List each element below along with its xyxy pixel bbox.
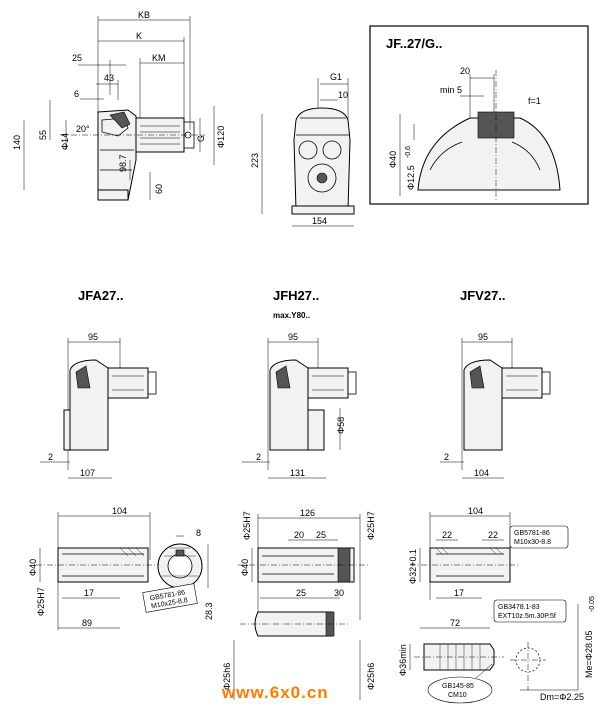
shaft-a: 104 Φ40 Φ25H7 17 89 8 28.3 GB5781-86 M10… (28, 506, 214, 630)
dim-55: 55 (38, 130, 48, 140)
shaft-a-dim-89: 89 (82, 618, 92, 628)
shaft-v-note6: CM10 (448, 692, 467, 699)
dim-angle-20: 20° (76, 124, 90, 134)
shaft-a-dim-28-3: 28.3 (204, 602, 214, 620)
detail-dim-20: 20 (460, 66, 470, 76)
shaft-v-dim-me-tol: -0.05 (589, 596, 596, 612)
shaft-a-dim-phi25: Φ25H7 (36, 587, 46, 616)
shaft-a-dim-8: 8 (196, 528, 201, 538)
detail-title: JF..27/G.. (386, 36, 442, 51)
variant-subtitle: max.Y80.. (273, 311, 310, 320)
variant-left-dim: 2 (256, 452, 261, 462)
dim-kb: KB (138, 10, 150, 20)
shaft-v-dim-72: 72 (450, 618, 460, 628)
variant-title: JFA27.. (78, 288, 124, 303)
shaft-v-dim-me: Me=Φ28.05 (584, 631, 594, 678)
dim-154: 154 (312, 216, 327, 226)
shaft-a-dim-104: 104 (112, 506, 127, 516)
dim-phi120: Φ120 (216, 126, 226, 148)
variant-title: JFH27.. (273, 288, 319, 303)
shaft-v-dim-phi36: Φ36min (398, 644, 408, 676)
detail-box: JF..27/G.. 20 min 5 f=1 Φ40 Φ12.5 -0.6 (369, 25, 589, 205)
detail-dim-f1: f=1 (528, 96, 541, 106)
shaft-h-dim-25: 25 (316, 530, 326, 540)
side-view: KB K KM 25 43 6 140 55 Φ14 20° G Φ120 (12, 10, 226, 201)
shaft-v-dim-22a: 22 (442, 530, 452, 540)
shaft-h-dim-phi25a: Φ25H7 (242, 511, 252, 540)
variant-jfh27: JFH27.. max.Y80.. 95 Φ58 2 131 (242, 288, 357, 479)
dim-k: K (136, 31, 142, 41)
dim-g: G (196, 135, 206, 142)
variant-bottom-dim: 131 (290, 468, 305, 478)
dim-10: 10 (338, 90, 348, 100)
dim-43: 43 (104, 73, 114, 83)
dim-25: 25 (72, 53, 82, 63)
variant-jfv27: JFV27.. 95 2 104 (440, 288, 551, 479)
shaft-v: 104 22 22 Φ32+0.1 17 72 Φ36min GB5781-86… (398, 506, 596, 704)
dim-140: 140 (12, 135, 22, 150)
shaft-v-note5: GB145-85 (442, 683, 474, 690)
shaft-h-dim-phi25c: Φ25h6 (222, 663, 232, 690)
shaft-h-dim-25b: 25 (296, 588, 306, 598)
detail-dim-tol: -0.6 (405, 146, 412, 158)
dim-6: 6 (74, 89, 79, 99)
shaft-v-note4: EXT10z.5m.30P.5f (498, 613, 556, 620)
variant-title: JFV27.. (460, 288, 506, 303)
detail-dim-phi40: Φ40 (388, 151, 398, 168)
shaft-v-note1: GB5781-86 (514, 530, 550, 537)
shaft-h-dim-126: 126 (300, 508, 315, 518)
variant-top-dim: 95 (288, 332, 298, 342)
dim-223: 223 (250, 153, 260, 168)
variant-bottom-dim: 104 (474, 468, 489, 478)
shaft-v-note3: GB3478.1-83 (498, 604, 540, 611)
front-view: G1 10 223 154 (250, 72, 355, 227)
shaft-h-dim-phi25d: Φ25h6 (366, 663, 376, 690)
shaft-h: 126 20 25 Φ40 Φ25H7 Φ25H7 25 30 Φ25h6 Φ2… (222, 508, 376, 700)
variant-top-dim: 95 (88, 332, 98, 342)
variant-left-dim: 2 (444, 452, 449, 462)
shaft-h-dim-20: 20 (294, 530, 304, 540)
shaft-h-dim-30: 30 (334, 588, 344, 598)
variant-left-dim: 2 (48, 452, 53, 462)
detail-dim-phi12-5: Φ12.5 (406, 165, 416, 190)
shaft-v-dim-104: 104 (468, 506, 483, 516)
shaft-v-dim-17: 17 (454, 588, 464, 598)
shaft-a-dim-phi40: Φ40 (28, 559, 38, 576)
dim-60: 60 (154, 184, 164, 194)
variant-side-dim: Φ58 (336, 417, 346, 434)
dim-phi14: Φ14 (60, 133, 70, 150)
shaft-v-dim-phi32: Φ32+0.1 (408, 549, 418, 584)
shaft-a-dim-17: 17 (84, 588, 94, 598)
shaft-v-dim-22b: 22 (488, 530, 498, 540)
dim-98-7: 98.7 (118, 154, 128, 172)
shaft-h-dim-phi25b: Φ25H7 (366, 511, 376, 540)
shaft-v-note2: M10x30-8.8 (514, 539, 551, 546)
variant-top-dim: 95 (478, 332, 488, 342)
shaft-v-dim-dm: Dm=Φ2.25 (540, 692, 584, 702)
shaft-h-dim-phi40: Φ40 (240, 559, 250, 576)
dim-km: KM (152, 53, 166, 63)
watermark: www.6x0.cn (221, 683, 329, 702)
dim-g1: G1 (330, 72, 342, 82)
variant-bottom-dim: 107 (80, 468, 95, 478)
variant-jfa27: JFA27.. 95 2 107 (40, 288, 157, 479)
detail-dim-min5: min 5 (440, 85, 462, 95)
